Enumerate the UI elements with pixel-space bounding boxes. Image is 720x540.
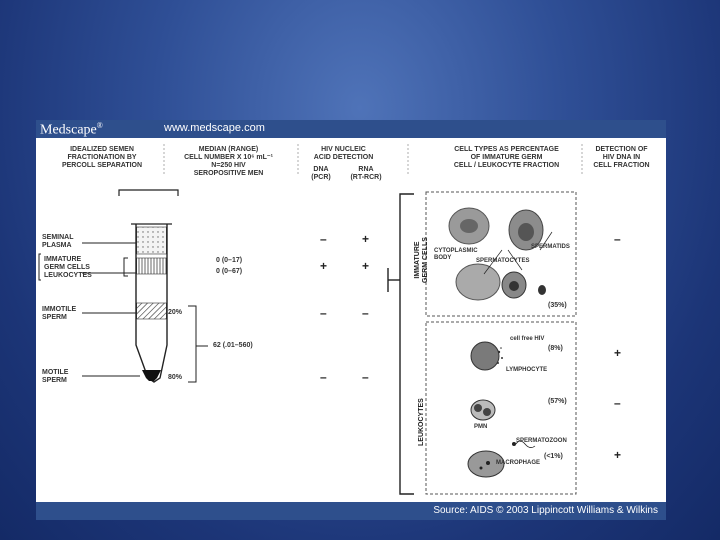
- leukocyte-box: [425, 321, 577, 495]
- label-spermatozoon: SPERMATOZOON: [516, 438, 567, 444]
- median-germ: 0 (0–17): [216, 257, 243, 264]
- sign-motile-dna: –: [320, 370, 327, 384]
- label-macrophage: MACROPHAGE: [496, 460, 541, 466]
- sign-immature-rna: +: [362, 259, 370, 273]
- pct-pmn: (57%): [548, 398, 567, 405]
- sign-seminal-rna: +: [362, 232, 370, 246]
- label-lymphocyte: LYMPHOCYTE: [506, 367, 548, 373]
- median-leuk: 0 (0–67): [216, 268, 243, 275]
- detect-pmn: –: [614, 396, 621, 410]
- group-label-germ: IMMATURE GERM CELLS: [414, 237, 429, 283]
- detect-lymphocyte: +: [614, 346, 622, 360]
- germ-cell-micrograph: [448, 207, 553, 301]
- germ-cell-box: [425, 191, 577, 317]
- median-sperm: 62 (.01–560): [213, 342, 253, 349]
- pct-lymphocyte: (8%): [548, 345, 563, 352]
- detect-macrophage: +: [614, 448, 622, 462]
- sign-immotile-dna: –: [320, 306, 327, 320]
- label-spermatids: SPERMATIDS: [531, 244, 570, 250]
- leukocyte-micrograph: [467, 341, 536, 478]
- label-cell-free-hiv: cell free HIV: [510, 336, 545, 342]
- figure-footer: Source: AIDS © 2003 Lippincott Williams …: [36, 502, 666, 520]
- source-citation: Source: AIDS © 2003 Lippincott Williams …: [433, 505, 658, 516]
- pct-immotile: 20%: [168, 309, 183, 316]
- column-dividers: [163, 144, 583, 176]
- pct-motile: 80%: [168, 374, 183, 381]
- group-label-leuk: LEUKOCYTES: [418, 398, 425, 446]
- label-pmn: PMN: [474, 424, 488, 430]
- pct-germ: (35%): [548, 302, 567, 309]
- pct-macrophage: (<1%): [544, 453, 563, 460]
- figure-header: Medscape® www.medscape.com: [36, 120, 666, 138]
- fraction-bracket: [387, 193, 414, 495]
- sign-seminal-dna: –: [320, 232, 327, 246]
- diagram-graphics: [38, 144, 583, 495]
- heading-rna: RNA(RT-RCR): [350, 166, 382, 181]
- detect-germ: –: [614, 232, 621, 246]
- header-url[interactable]: www.medscape.com: [164, 122, 265, 134]
- heading-dna: DNA(PCR): [311, 166, 331, 181]
- figure-panel: Medscape® www.medscape.com IDEALIZED SEM…: [36, 120, 666, 520]
- sign-motile-rna: –: [362, 370, 369, 384]
- test-tube-icon: [118, 189, 179, 383]
- medscape-logo: Medscape®: [40, 121, 103, 138]
- sign-immotile-rna: –: [362, 306, 369, 320]
- label-spermatocytes: SPERMATOCYTES: [476, 258, 530, 264]
- sign-immature-dna: +: [320, 259, 328, 273]
